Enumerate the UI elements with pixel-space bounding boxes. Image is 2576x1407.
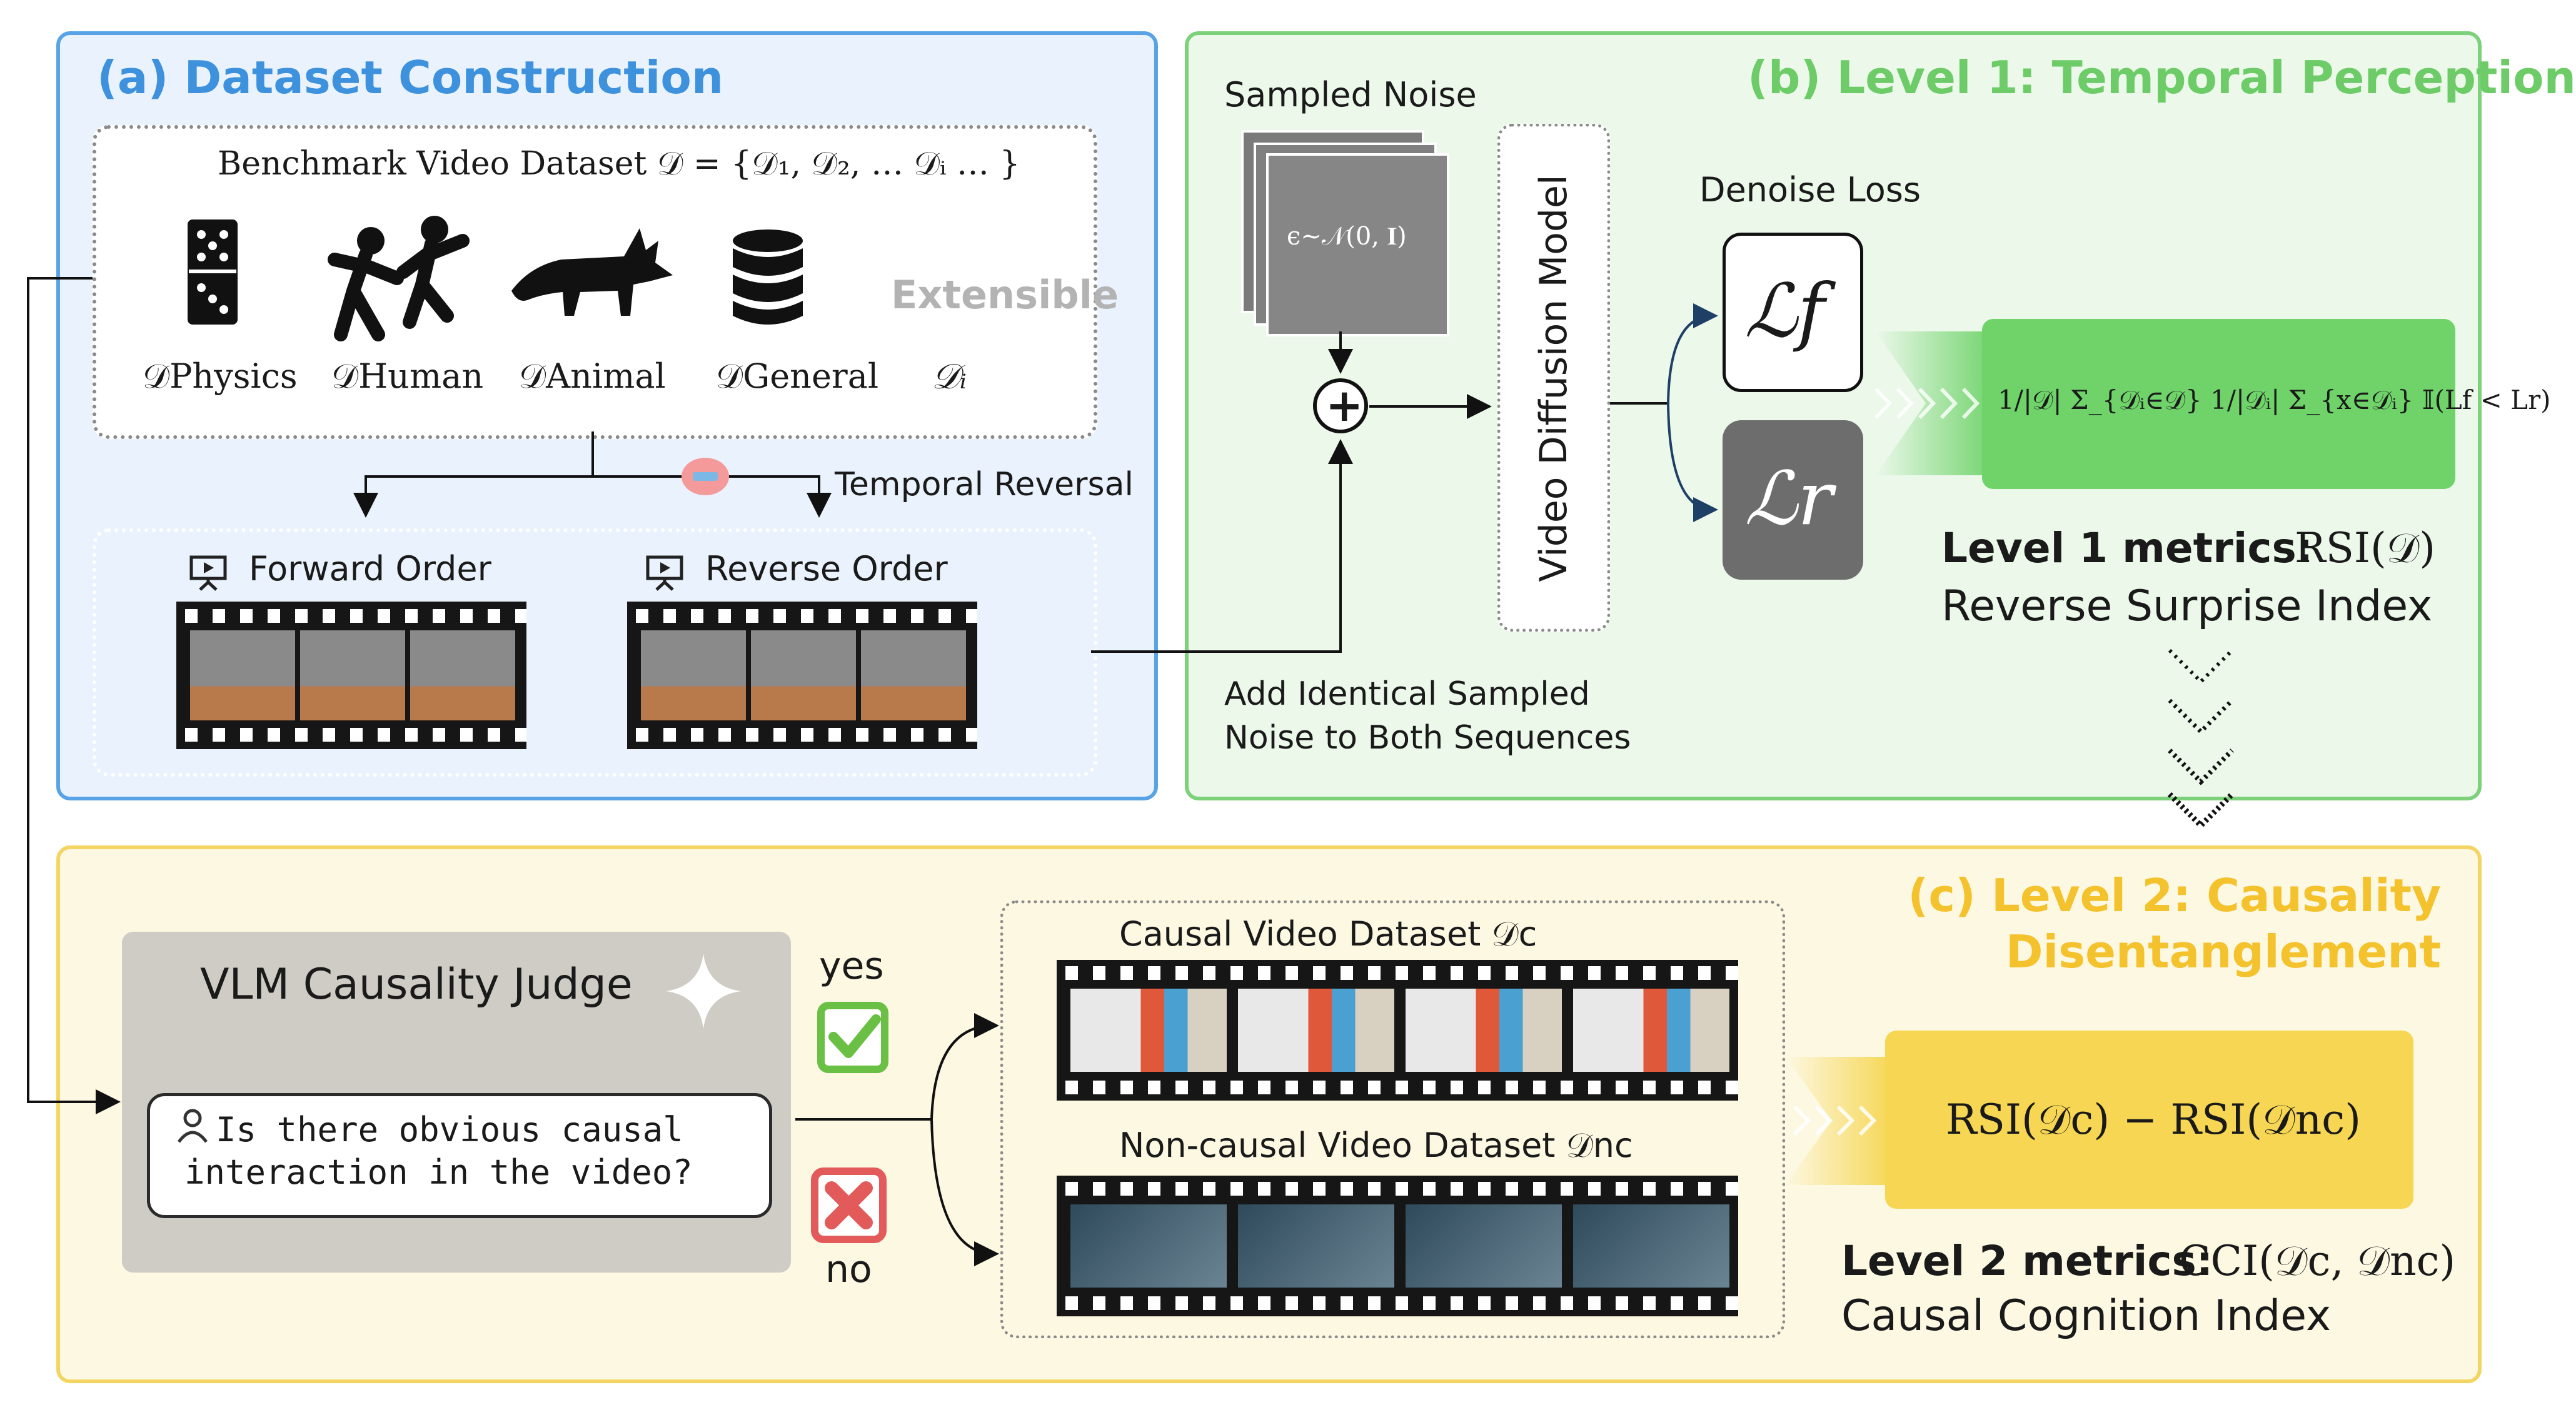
video-frame bbox=[190, 630, 295, 720]
rsi-formula: 1/|𝒟| Σ_{𝒟ᵢ∈𝒟} 1/|𝒟ᵢ| Σ_{x∈𝒟ᵢ} 𝕀(Lf < Lr… bbox=[1998, 385, 2551, 415]
level1-metrics-formula: RSI(𝒟) bbox=[2295, 524, 2436, 572]
video-frame bbox=[1406, 1204, 1562, 1288]
video-frame bbox=[1238, 1204, 1394, 1288]
no-label: no bbox=[825, 1248, 872, 1291]
split-datasets-box bbox=[1000, 900, 1785, 1338]
level1-metrics-bold: Level 1 metrics: bbox=[1941, 524, 2313, 572]
cci-formula-box bbox=[1885, 1031, 2413, 1209]
dancers-icon bbox=[328, 216, 481, 341]
video-frame bbox=[1573, 1204, 1729, 1288]
causal-dataset-label: Causal Video Dataset 𝒟c bbox=[1119, 914, 1537, 954]
noncausal-dataset-label: Non-causal Video Dataset 𝒟nc bbox=[1119, 1126, 1633, 1165]
datasets-to-cci-flow bbox=[1785, 1057, 1888, 1185]
noise-formula: ϵ~𝒩(0, 𝐈) bbox=[1287, 222, 1407, 251]
temporal-reversal-label: Temporal Reversal bbox=[835, 466, 1134, 503]
feed-to-judge-arrow bbox=[27, 277, 121, 1114]
noise-frame-front bbox=[1266, 153, 1449, 336]
presentation-icon bbox=[189, 553, 228, 591]
dataset-animal-label: 𝒟Animal bbox=[519, 356, 666, 396]
video-frame bbox=[641, 630, 746, 720]
connector-layer bbox=[27, 277, 2235, 1266]
plus-symbol: + bbox=[1326, 379, 1364, 431]
video-frame bbox=[751, 630, 856, 720]
video-frame bbox=[861, 630, 966, 720]
video-frame bbox=[1406, 989, 1562, 1072]
forward-loss-box bbox=[1723, 233, 1863, 392]
video-diffusion-model-box bbox=[1497, 124, 1610, 632]
level1-metrics-name: Reverse Surprise Index bbox=[1941, 582, 2433, 631]
level2-metrics-bold: Level 2 metrics: bbox=[1841, 1237, 2213, 1285]
temporal-reversal-split bbox=[353, 431, 832, 518]
yes-label: yes bbox=[819, 944, 884, 988]
video-frame bbox=[410, 630, 515, 720]
reverse-order-label: Reverse Order bbox=[705, 549, 948, 588]
sparkle-icon bbox=[663, 951, 744, 1032]
panel-c-title-line1: (c) Level 2: Causality bbox=[1908, 869, 2441, 922]
dataset-human-label: 𝒟Human bbox=[331, 356, 484, 396]
question-line2: interaction in the video? bbox=[184, 1152, 693, 1192]
judge-split-arrows bbox=[795, 1013, 999, 1266]
model-to-losses-arrows bbox=[1610, 303, 1718, 522]
panel-a-title: (a) Dataset Construction bbox=[97, 51, 724, 104]
user-icon bbox=[175, 1107, 210, 1144]
extensible-label: Extensible bbox=[891, 272, 1119, 318]
noncausal-video-strip bbox=[1057, 1176, 1738, 1316]
noise-note-line1: Add Identical Sampled bbox=[1224, 675, 1590, 713]
benchmark-label: Benchmark Video Dataset 𝒟 = {𝒟₁, 𝒟₂, … 𝒟… bbox=[218, 145, 1020, 183]
difference-formula: RSI(𝒟c) − RSI(𝒟nc) bbox=[1946, 1096, 2361, 1144]
add-operator bbox=[1313, 378, 1368, 433]
loss-to-rsi-flow bbox=[1874, 331, 1985, 475]
reverse-video-strip bbox=[627, 602, 977, 749]
video-frame bbox=[1238, 989, 1394, 1072]
forward-loss-symbol: ℒf bbox=[1744, 268, 1825, 354]
question-line1: Is there obvious causal bbox=[216, 1110, 683, 1149]
sampled-noise-label: Sampled Noise bbox=[1224, 75, 1477, 114]
domino-icon bbox=[183, 216, 242, 328]
level2-metrics-formula: CCI(𝒟c, 𝒟nc) bbox=[2179, 1237, 2456, 1285]
rsi-formula-box bbox=[1982, 319, 2455, 489]
forward-video-strip bbox=[176, 602, 526, 749]
cross-icon bbox=[810, 1166, 888, 1244]
fox-icon bbox=[505, 222, 674, 322]
forward-order-label: Forward Order bbox=[249, 549, 491, 588]
panel-c-title-line2: Disentanglement bbox=[2005, 925, 2441, 978]
video-frame bbox=[1070, 1204, 1227, 1288]
database-icon bbox=[730, 228, 805, 328]
video-frame bbox=[300, 630, 405, 720]
video-to-add-arrow bbox=[1091, 439, 1353, 653]
reverse-loss-box bbox=[1723, 420, 1863, 580]
presentation-icon bbox=[645, 553, 684, 591]
video-frame bbox=[1070, 989, 1227, 1072]
judge-title: VLM Causality Judge bbox=[200, 960, 633, 1009]
noise-note-line2: Noise to Both Sequences bbox=[1224, 719, 1631, 757]
denoise-loss-label: Denoise Loss bbox=[1699, 170, 1921, 209]
video-frame bbox=[1573, 989, 1729, 1072]
dataset-extensible-label: 𝒟ᵢ bbox=[932, 356, 967, 397]
level-transition-chevrons bbox=[2167, 648, 2235, 830]
dataset-physics-label: 𝒟Physics bbox=[143, 356, 298, 396]
causal-video-strip bbox=[1057, 960, 1738, 1101]
reverse-loss-symbol: ℒr bbox=[1744, 455, 1833, 542]
panel-b-title: (b) Level 1: Temporal Perception bbox=[1748, 51, 2576, 104]
causality-question-box bbox=[147, 1093, 772, 1218]
level2-metrics-name: Causal Cognition Index bbox=[1841, 1291, 2332, 1341]
check-icon bbox=[816, 1001, 890, 1074]
dataset-general-label: 𝒟General bbox=[716, 356, 879, 396]
